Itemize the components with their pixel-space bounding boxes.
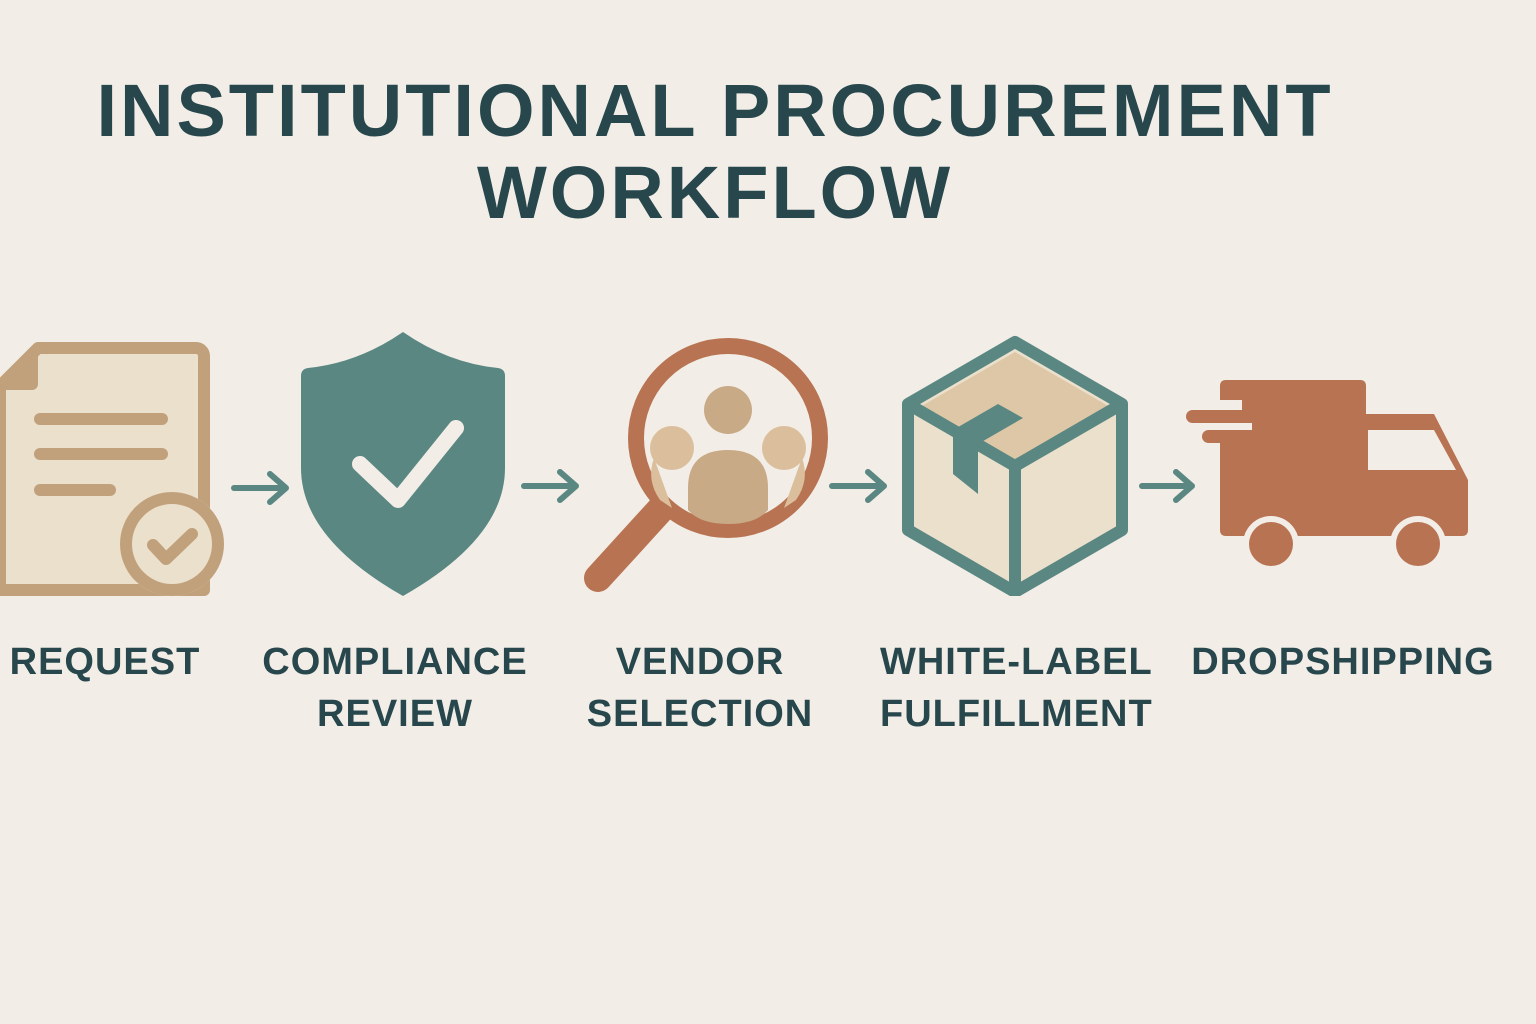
- step-label-line: FULFILLMENT: [880, 693, 1153, 735]
- step-label-white-label-fulfillment: WHITE-LABEL FULFILLMENT: [860, 636, 1190, 740]
- arrow-right-icon: [521, 469, 579, 503]
- step-label-line: DROPSHIPPING: [1191, 641, 1495, 683]
- step-label-request: REQUEST: [0, 636, 210, 688]
- step-label-line: WHITE-LABEL: [880, 641, 1153, 683]
- step-label-line: VENDOR: [615, 641, 785, 683]
- shield-check-icon: [301, 332, 505, 596]
- title-line-1: INSTITUTIONAL PROCUREMENT: [96, 69, 1334, 152]
- step-label-compliance-review: COMPLIANCE REVIEW: [250, 636, 540, 740]
- step-label-vendor-selection: VENDOR SELECTION: [560, 636, 840, 740]
- arrow-right-icon: [1139, 469, 1195, 503]
- step-label-line: REQUEST: [9, 641, 201, 683]
- arrow-right-icon: [829, 469, 887, 503]
- step-label-dropshipping: DROPSHIPPING: [1186, 636, 1500, 688]
- delivery-truck-icon: [1186, 380, 1468, 572]
- document-check-icon: [0, 342, 224, 596]
- magnifier-people-icon: [584, 338, 828, 592]
- step-label-line: COMPLIANCE: [262, 641, 528, 683]
- arrow-right-icon: [231, 471, 289, 505]
- package-box-icon: [902, 336, 1128, 596]
- page-title: INSTITUTIONAL PROCUREMENT WORKFLOW: [0, 70, 1430, 234]
- step-label-line: REVIEW: [317, 693, 473, 735]
- title-line-2: WORKFLOW: [476, 151, 954, 234]
- step-label-line: SELECTION: [586, 693, 814, 735]
